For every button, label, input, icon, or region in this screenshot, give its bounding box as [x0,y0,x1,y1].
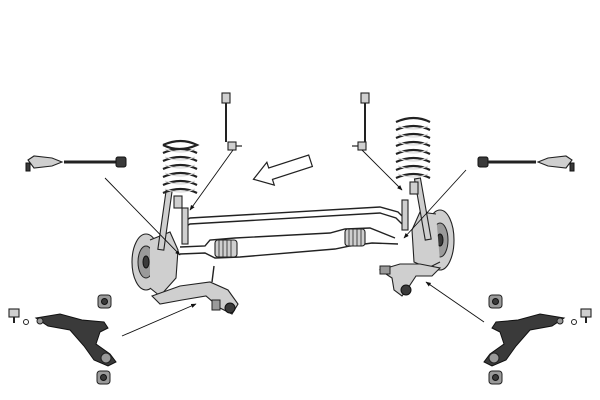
tie-rod-end-left [25,155,64,172]
stabilizer-link-right-installed [401,199,409,231]
lower-control-arm-left-installed [150,265,239,315]
strut-right [395,116,432,241]
bushing-right-upper [488,294,503,309]
ball-joint-left [8,308,29,325]
travel-direction-arrow-icon [252,154,314,187]
lower-control-arm-left [34,313,117,367]
stabilizer-link-right [352,92,370,151]
leader-lines [104,149,485,337]
steering-rack-boot-left [214,239,238,258]
steering-rack-tube [179,227,399,259]
wheel-hub-left [131,231,179,297]
bushing-left-upper [97,294,112,309]
lower-control-arm-right-installed [378,263,442,297]
bushing-left-lower [96,370,111,385]
strut-left [157,139,200,251]
wheel-hub-right [411,209,455,271]
steering-rack-boot-right [344,228,366,247]
stabilizer-link-left-installed [181,207,189,245]
ball-joint-right [571,308,592,325]
lower-control-arm-right [483,313,566,367]
inner-tie-rod-left [64,156,127,168]
tie-rod-end-right [536,155,575,172]
bushing-right-lower [488,370,503,385]
inner-tie-rod-right [477,156,536,168]
front-axle-assembly [131,116,455,315]
stabilizer-link-left [221,92,242,151]
stabilizer-bar [182,206,409,229]
